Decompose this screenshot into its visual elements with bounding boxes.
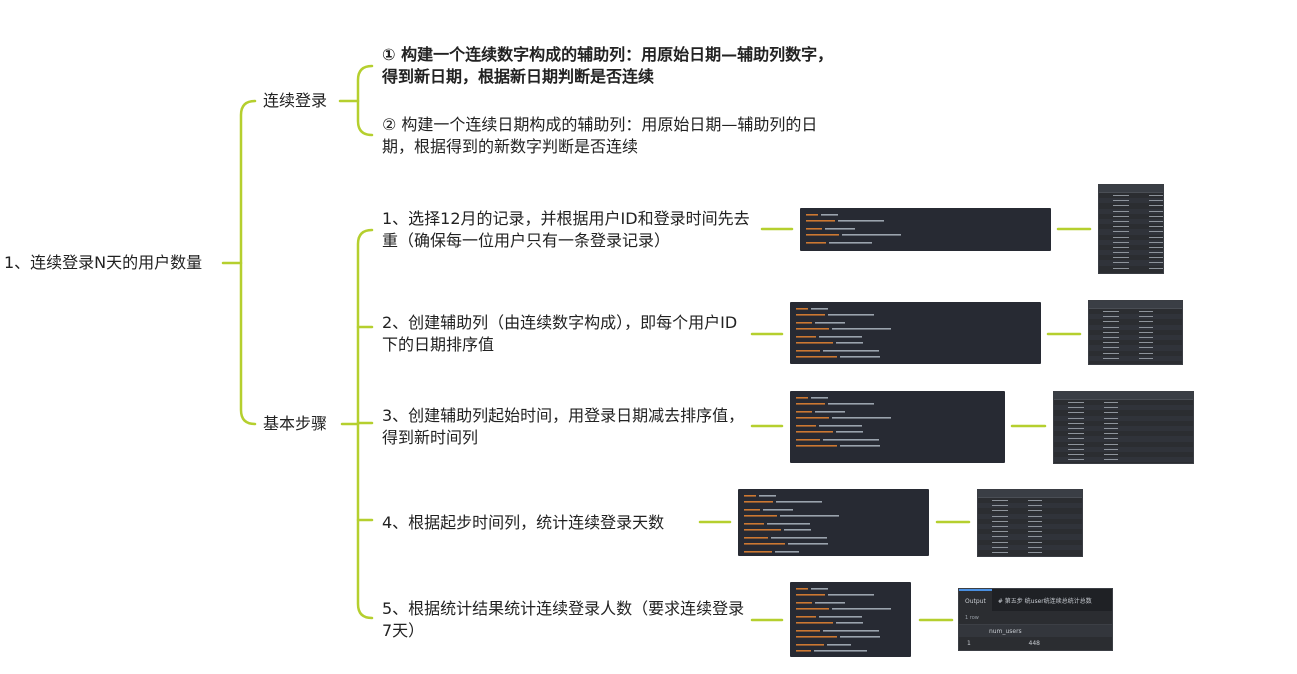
result-grid-row (1099, 265, 1163, 271)
result-grid-row (1054, 457, 1193, 463)
result-grid-row (1099, 229, 1163, 235)
result-grid-row (1099, 208, 1163, 214)
result-grid-row (978, 539, 1082, 545)
result-grid-row (1054, 420, 1193, 426)
result-grid-row (1089, 314, 1182, 320)
result-grid-row (1099, 255, 1163, 261)
result-grid-row (1089, 329, 1182, 335)
result-grid-row (1054, 410, 1193, 416)
result-image-step-3 (1053, 391, 1194, 464)
step-2: 2、创建辅助列（由连续数字构成），即每个用户ID下的日期排序值 (382, 313, 738, 354)
step-3: 3、创建辅助列起始时间，用登录日期减去排序值，得到新时间列 (382, 406, 745, 447)
result-grid-row (978, 534, 1082, 540)
result-grid-row (1054, 431, 1193, 437)
result-grid-row (1099, 213, 1163, 219)
result-grid-row (1089, 350, 1182, 356)
result-grid-row (1054, 446, 1193, 452)
result-grid-row (1099, 218, 1163, 225)
result-grid-row (1099, 260, 1163, 266)
step-4: 4、根据起步时间列，统计连续登录天数 (382, 513, 665, 532)
output-tabs: Output # 第五步 统user统连续总统计总数 (959, 589, 1112, 611)
result-grid-row (1054, 405, 1193, 411)
result-grid-row (1054, 441, 1193, 447)
result-grid-row (1089, 340, 1182, 346)
result-grid-row (978, 549, 1082, 556)
result-grid-row (1089, 319, 1182, 325)
result-image-step-4 (977, 489, 1083, 557)
result-grid-row (1054, 415, 1193, 421)
login-method-1: ① 构建一个连续数字构成的辅助列：用原始日期—辅助列数字，得到新日期，根据新日期… (382, 45, 834, 86)
result-grid-row (978, 508, 1082, 514)
result-grid-row (1089, 324, 1182, 330)
result-grid-row (1089, 309, 1182, 315)
result-grid-row (1089, 355, 1182, 361)
column-name: num_users (989, 627, 1022, 635)
result-image-step-1 (1098, 184, 1164, 274)
result-grid-row (1054, 451, 1193, 458)
result-grid-row (978, 513, 1082, 519)
result-image-step-2 (1088, 300, 1183, 365)
branch-steps: 基本步骤 (263, 414, 328, 433)
result-grid-row (978, 518, 1082, 524)
result-grid-row (978, 544, 1082, 550)
result-grid-row (1054, 436, 1193, 442)
row-value: 448 (1028, 639, 1040, 647)
column-header: num_users (959, 625, 1112, 637)
output-tab: Output (959, 589, 992, 611)
result-grid-row (978, 529, 1082, 535)
result-row: 1 448 (959, 637, 1112, 649)
result-grid-row (1099, 239, 1163, 245)
result-grid-row (1054, 400, 1193, 406)
result-grid-row (1054, 425, 1193, 432)
root-topic: 1、连续登录N天的用户数量 (4, 253, 203, 272)
rows-label: 1 row (965, 614, 979, 621)
branch-login: 连续登录 (263, 91, 328, 110)
result-grid-row (1089, 345, 1182, 351)
login-method-2: ② 构建一个连续日期构成的辅助列：用原始日期—辅助列的日期，根据得到的新数字判断… (382, 115, 818, 156)
result-tab: # 第五步 统user统连续总统计总数 (997, 597, 1092, 605)
result-grid-row (1099, 193, 1163, 199)
result-grid-row (1099, 224, 1163, 230)
result-grid-row (1099, 198, 1163, 204)
result-image-step-5: Output # 第五步 统user统连续总统计总数 1 row num_use… (958, 588, 1113, 651)
result-grid-row (1099, 244, 1163, 251)
result-grid-row (978, 523, 1082, 530)
result-grid-row (978, 503, 1082, 509)
step-1: 1、选择12月的记录，并根据用户ID和登录时间先去重（确保每一位用户只有一条登录… (382, 209, 750, 250)
row-index: 1 (967, 639, 971, 647)
code-image-step-2 (790, 302, 1041, 364)
result-grid-row (1099, 250, 1163, 256)
step-5: 5、根据统计结果统计连续登录人数（要求连续登录7天） (382, 599, 745, 640)
code-image-step-1 (800, 208, 1051, 251)
code-image-step-5 (790, 582, 911, 657)
code-image-step-3 (790, 391, 1005, 463)
code-image-step-4 (738, 489, 929, 556)
result-grid-row (1089, 334, 1182, 341)
result-grid-row (1099, 234, 1163, 240)
result-grid-row (1099, 203, 1163, 209)
result-grid-row (978, 498, 1082, 504)
output-toolbar: 1 row (959, 611, 1112, 625)
